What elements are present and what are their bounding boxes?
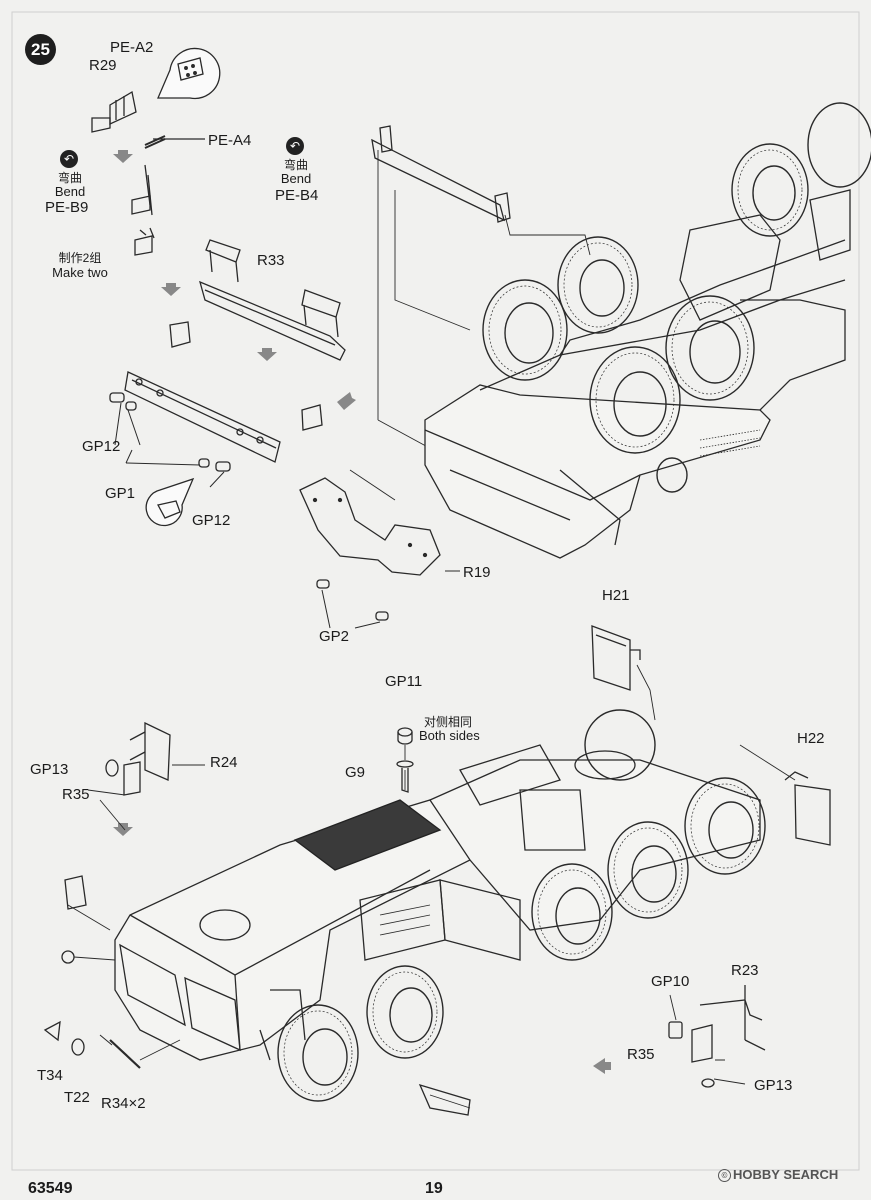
- label-t34: T34: [37, 1067, 63, 1084]
- label-gp11: GP11: [385, 673, 423, 690]
- bend-icon: ↶: [286, 137, 304, 155]
- label-pe-b9: PE-B9: [45, 199, 89, 216]
- label-h22: H22: [797, 730, 825, 747]
- bumper-frame: [109, 321, 323, 472]
- label-pe-b4: PE-B4: [275, 187, 319, 204]
- label-g9: G9: [345, 764, 366, 781]
- rear-beam: [371, 125, 511, 223]
- truck-chassis-top: [424, 189, 851, 559]
- label-gp12-right: GP12: [192, 512, 231, 529]
- label-gp1: GP1: [105, 485, 136, 502]
- label-r34x2: R34×2: [101, 1095, 146, 1112]
- label-make-two-en: Make two: [52, 265, 108, 280]
- label-bend-en-2: Bend: [280, 171, 312, 186]
- label-pe-a2: PE-A2: [110, 39, 154, 56]
- g9-part: [396, 760, 414, 793]
- label-r33: R33: [257, 252, 285, 269]
- label-r29: R29: [89, 57, 117, 74]
- label-gp13-right: GP13: [754, 1077, 793, 1094]
- label-r24: R24: [210, 754, 238, 771]
- gp11-part: [397, 727, 413, 745]
- label-gp2: GP2: [319, 628, 350, 645]
- label-h21: H21: [602, 587, 630, 604]
- truck-wheels: [277, 709, 766, 1102]
- assembly-arrow-icon: [113, 150, 611, 1074]
- label-r35-left: R35: [62, 786, 90, 803]
- label-r19: R19: [463, 564, 491, 581]
- step-number-badge: 25: [25, 34, 56, 65]
- label-both-sides-zh: 对侧相同: [424, 715, 473, 729]
- tread-texture: [488, 149, 803, 448]
- label-r23: R23: [731, 962, 759, 979]
- label-pe-a4: PE-A4: [208, 132, 252, 149]
- label-gp10: GP10: [651, 973, 690, 990]
- label-both-sides-en: Both sides: [419, 728, 480, 743]
- h22-mudflap: [784, 771, 831, 846]
- r19-plate: [299, 477, 441, 621]
- r23-mirror-mount: [668, 985, 766, 1088]
- label-make-two-zh: 制作2组: [58, 251, 102, 265]
- watermark: ©HOBBY SEARCH: [718, 1167, 838, 1182]
- magnifier-callout: [157, 47, 221, 100]
- copyright-icon: ©: [718, 1169, 731, 1182]
- wheel: [482, 102, 871, 493]
- label-bend-zh-2: 弯曲: [283, 158, 308, 172]
- label-gp12-left: GP12: [82, 438, 121, 455]
- bend-icon: ↶: [60, 150, 78, 168]
- label-t22: T22: [64, 1089, 90, 1106]
- gp1-callout: [145, 477, 195, 527]
- label-r35-right: R35: [627, 1046, 655, 1063]
- pe-a2-bracket: [91, 90, 137, 133]
- label-bend-zh: 弯曲: [57, 171, 82, 185]
- h21-mudflap: [591, 625, 641, 691]
- truck-cab: [114, 799, 471, 1061]
- r24-bracket: [105, 721, 171, 796]
- watermark-text: HOBBY SEARCH: [733, 1167, 839, 1182]
- truck-tread: [283, 783, 760, 1096]
- label-gp13-left: GP13: [30, 761, 69, 778]
- pe-b9-part: [131, 164, 155, 256]
- label-bend-en: Bend: [54, 184, 86, 199]
- r33-bar: [199, 239, 346, 361]
- page-number: 19: [425, 1180, 443, 1197]
- product-code: 63549: [28, 1180, 73, 1197]
